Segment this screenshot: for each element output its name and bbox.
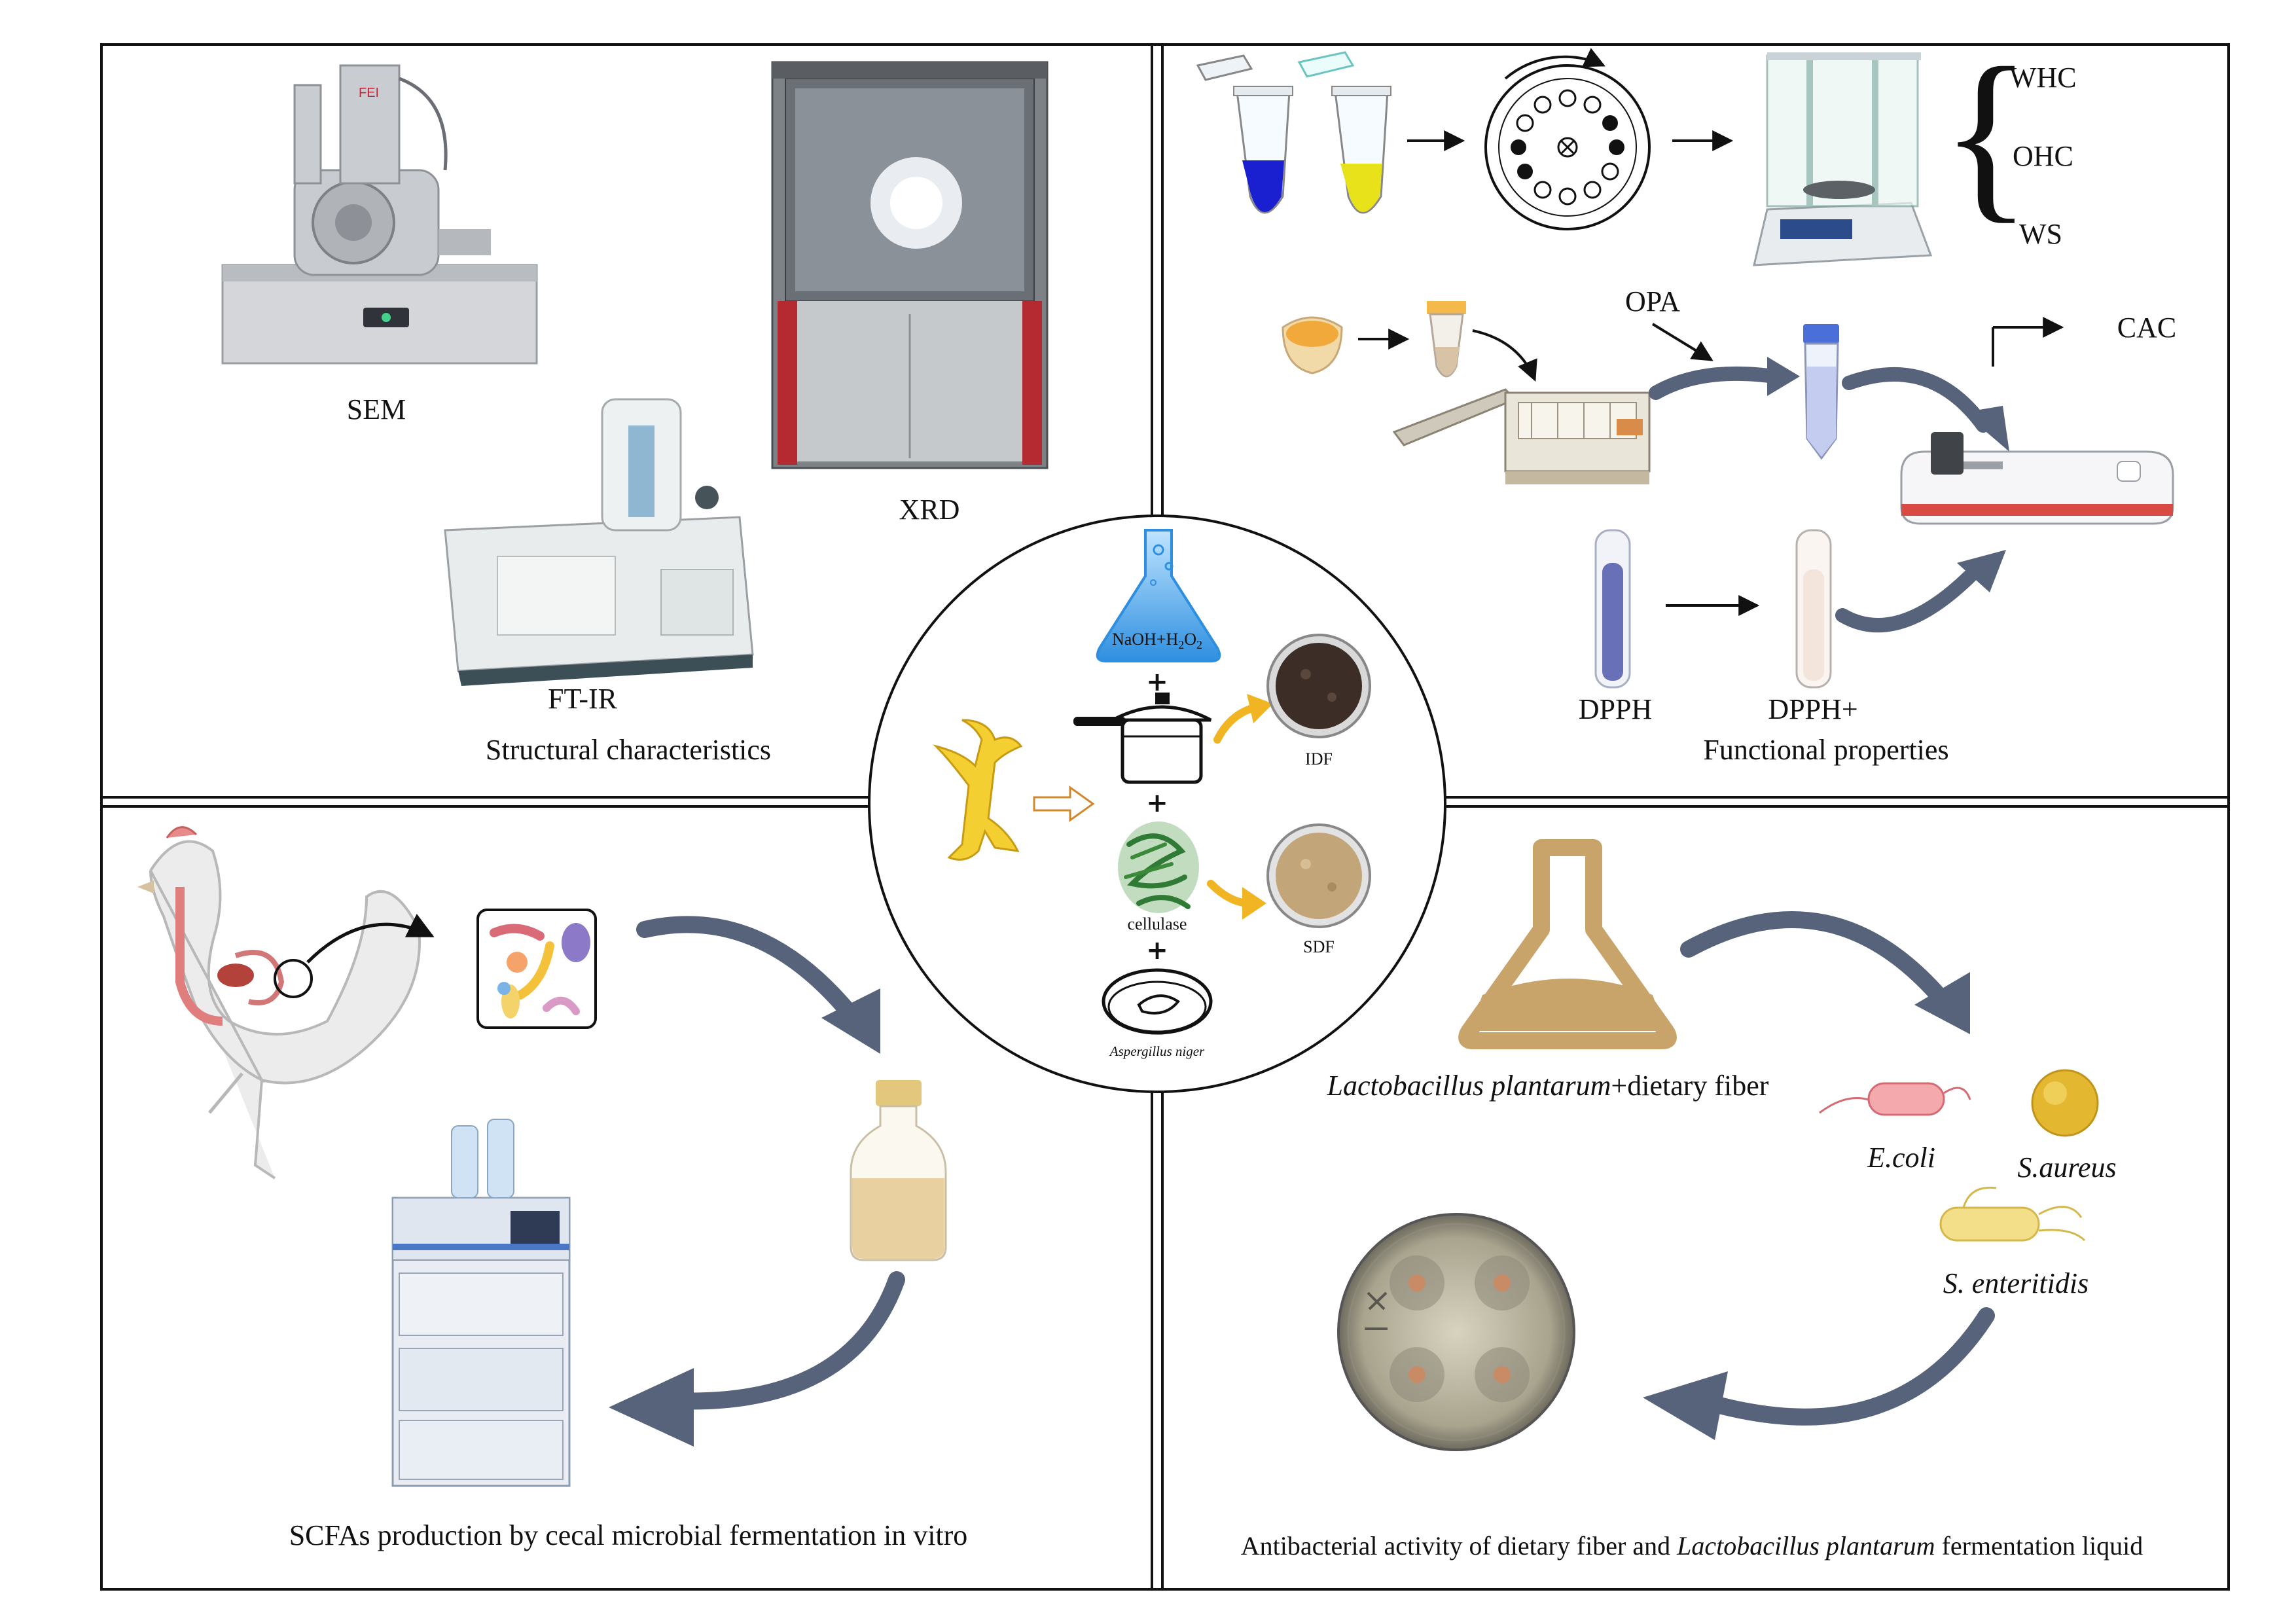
- antibacterial-caption-part2: fermentation liquid: [1942, 1531, 2144, 1561]
- dpph-label: DPPH: [1579, 693, 1653, 725]
- combo-italic-text: Lactobacillus plantarum: [1327, 1070, 1611, 1102]
- cellulase-enzyme-icon: [1118, 821, 1199, 913]
- ohc-label: OHC: [2013, 140, 2073, 172]
- idf-label: IDF: [1305, 749, 1333, 768]
- reagent-flask-icon: [1096, 529, 1221, 662]
- cellulase-label: cellulase: [1128, 914, 1187, 933]
- centrifuge-tube-icon: [1803, 324, 1839, 460]
- functional-panel: { WHC OHC WS OPA: [1196, 29, 2176, 766]
- saureus-label: S.aureus: [2017, 1151, 2116, 1183]
- saureus-bacterium-icon: [2031, 1069, 2099, 1137]
- brace-symbol: {: [1941, 29, 2032, 239]
- dpph-plus-label: DPPH+: [1768, 693, 1857, 725]
- idf-sample-dish-icon: [1266, 634, 1371, 738]
- yellow-tube-icon: [1297, 51, 1391, 214]
- small-tube-icon: [1427, 301, 1466, 378]
- dpph-plus-tube-icon: [1795, 529, 1832, 689]
- fungus-label: Aspergillus niger: [1109, 1043, 1205, 1059]
- sem-instrument-icon: FEI: [221, 64, 538, 365]
- cac-label: CAC: [2117, 312, 2176, 344]
- senteritidis-bacterium-icon: [1939, 1186, 2086, 1242]
- egg-yolk-icon: [1282, 316, 1343, 374]
- rooster-icon: [137, 826, 421, 1180]
- corn-stalk-icon: [933, 719, 1023, 861]
- ecoli-bacterium-icon: [1819, 1082, 1971, 1116]
- svg-text:FEI: FEI: [359, 86, 379, 100]
- culture-flask-icon: [1458, 839, 1677, 1049]
- plus-sign-3: +: [1146, 935, 1168, 965]
- scfa-caption: SCFAs production by cecal microbial ferm…: [289, 1519, 968, 1551]
- aspergillus-petri-dish-icon: [1102, 968, 1213, 1035]
- analytical-balance-icon: [1753, 52, 1933, 266]
- blue-tube-icon: [1196, 54, 1293, 214]
- reagent-label: NaOH+H2O2: [1112, 630, 1202, 651]
- ecoli-label: E.coli: [1867, 1142, 1935, 1174]
- center-process-panel: NaOH+H2O2 + + cellulase + Aspergillus ni…: [868, 514, 1446, 1093]
- centrifuge-rotor-icon: [1484, 48, 1651, 230]
- pressure-cooker-icon: [1073, 693, 1212, 784]
- ws-label: WS: [2019, 218, 2062, 250]
- whc-label: WHC: [2009, 62, 2077, 94]
- water-bath-shaker-icon: [1392, 388, 1651, 484]
- combo-rest-text: +dietary fiber: [1611, 1070, 1768, 1102]
- structural-panel: FEI SEM XRD FT-IR Structural: [221, 61, 1049, 766]
- opa-label: OPA: [1625, 285, 1680, 317]
- microbe-box-icon: [476, 909, 597, 1029]
- scfa-panel: SCFAs production by cecal microbial ferm…: [137, 826, 968, 1551]
- ftir-instrument-icon: [444, 398, 754, 686]
- sdf-label: SDF: [1303, 937, 1335, 956]
- antibacterial-caption: Antibacterial activity of dietary fiber …: [1241, 1531, 2144, 1561]
- spectrophotometer-icon: [1900, 432, 2174, 525]
- senteritidis-label: S. enteritidis: [1943, 1267, 2089, 1299]
- xrd-label: XRD: [899, 494, 960, 526]
- plus-sign-1: +: [1146, 667, 1168, 697]
- ftir-label: FT-IR: [548, 683, 618, 715]
- agar-plate-icon: [1337, 1213, 1575, 1451]
- functional-caption: Functional properties: [1703, 734, 1948, 766]
- sdf-sample-dish-icon: [1266, 823, 1371, 928]
- combo-label: Lactobacillus plantarum+dietary fiber: [1327, 1070, 1769, 1102]
- antibacterial-panel: Lactobacillus plantarum+dietary fiber E.…: [1241, 839, 2144, 1561]
- dpph-tube-icon: [1594, 529, 1631, 689]
- sem-label: SEM: [347, 393, 406, 425]
- antibacterial-caption-part1: Antibacterial activity of dietary fiber …: [1241, 1531, 1670, 1561]
- hollow-process-arrow: [1033, 785, 1095, 822]
- antibacterial-caption-italic: Lactobacillus plantarum: [1676, 1531, 1935, 1561]
- hplc-instrument-icon: [391, 1119, 571, 1487]
- fermentation-bottle-icon: [850, 1080, 947, 1261]
- structural-caption: Structural characteristics: [486, 734, 771, 766]
- plus-sign-2: +: [1146, 788, 1168, 818]
- xrd-instrument-icon: [771, 61, 1049, 469]
